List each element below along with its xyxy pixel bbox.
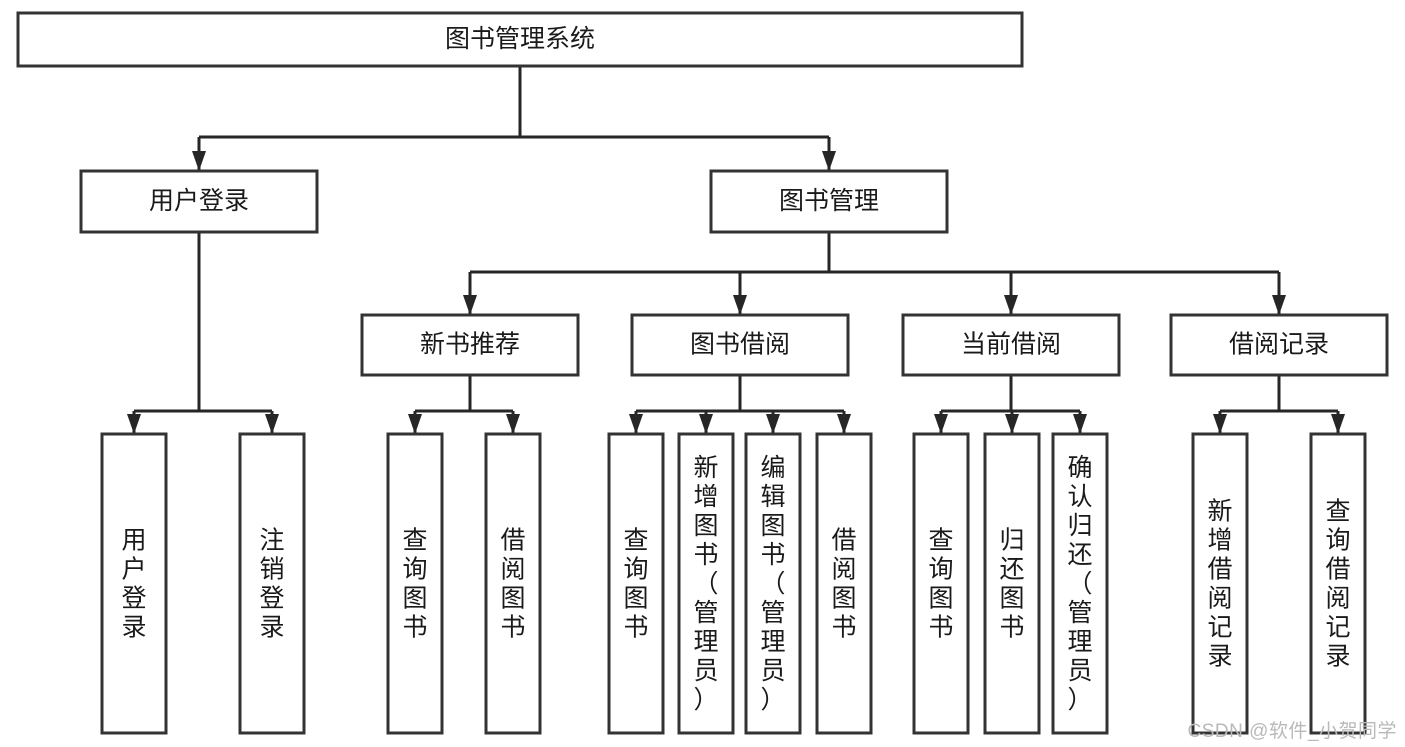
- node-label-book-borrow: 图书借阅: [690, 331, 790, 359]
- node-box-root: [16, 11, 1024, 68]
- node-leaf-add-borrow-record[interactable]: 新增借阅记录: [1191, 432, 1249, 735]
- node-current-borrow[interactable]: 当前借阅: [901, 313, 1121, 377]
- node-label-leaf-add-book-admin: 新增图书（管理员）: [693, 454, 718, 714]
- arrow-head-icon: [1331, 414, 1345, 434]
- node-box-leaf-confirm-return-admin: [1051, 432, 1109, 735]
- arrow-head-icon: [408, 414, 422, 434]
- arrow-head-icon: [766, 414, 780, 434]
- node-box-leaf-return-book: [983, 432, 1041, 735]
- node-user-login[interactable]: 用户登录: [79, 169, 319, 234]
- arrow-head-icon: [192, 151, 206, 171]
- node-box-leaf-edit-book-admin: [744, 432, 802, 735]
- node-leaf-query-book-borrow[interactable]: 查询图书: [607, 432, 665, 735]
- node-box-leaf-add-book-admin: [677, 432, 735, 735]
- node-box-book-manage: [709, 169, 949, 234]
- node-label-leaf-edit-book-admin: 编辑图书（管理员）: [760, 454, 785, 714]
- node-box-leaf-add-borrow-record: [1191, 432, 1249, 735]
- arrow-head-icon: [699, 414, 713, 434]
- node-box-book-borrow: [630, 313, 850, 377]
- node-new-book-recommend[interactable]: 新书推荐: [360, 313, 580, 377]
- node-book-manage[interactable]: 图书管理: [709, 169, 949, 234]
- arrow-head-icon: [265, 414, 279, 434]
- node-label-leaf-query-book-current: 查询图书: [928, 527, 953, 642]
- node-box-borrow-record: [1169, 313, 1389, 377]
- node-box-leaf-query-book-borrow: [607, 432, 665, 735]
- node-label-borrow-record: 借阅记录: [1229, 331, 1329, 359]
- nodes-layer: 图书管理系统用户登录图书管理新书推荐图书借阅当前借阅借阅记录用户登录注销登录查询…: [16, 11, 1389, 735]
- node-leaf-add-book-admin[interactable]: 新增图书（管理员）: [677, 432, 735, 735]
- arrow-head-icon: [934, 414, 948, 434]
- node-box-leaf-query-borrow-record: [1309, 432, 1367, 735]
- arrow-head-icon: [837, 414, 851, 434]
- node-box-leaf-borrow-book: [815, 432, 873, 735]
- connector-group: [127, 232, 279, 434]
- node-label-new-book-recommend: 新书推荐: [420, 331, 520, 359]
- node-leaf-query-book-recommend[interactable]: 查询图书: [386, 432, 444, 735]
- node-label-leaf-confirm-return-admin: 确认归还（管理员）: [1067, 454, 1092, 714]
- node-label-leaf-borrow-book: 借阅图书: [831, 527, 856, 642]
- node-root[interactable]: 图书管理系统: [16, 11, 1024, 68]
- node-label-leaf-logout-login: 注销登录: [259, 527, 284, 642]
- node-leaf-borrow-book[interactable]: 借阅图书: [815, 432, 873, 735]
- node-label-leaf-query-borrow-record: 查询借阅记录: [1325, 498, 1350, 671]
- arrow-head-icon: [506, 414, 520, 434]
- node-label-leaf-borrow-book-recommend: 借阅图书: [500, 527, 525, 642]
- connector-group: [463, 232, 1286, 315]
- arrow-head-icon: [822, 151, 836, 171]
- connector-group: [192, 66, 836, 171]
- connector-group: [934, 375, 1087, 434]
- node-box-leaf-query-book-current: [912, 432, 970, 735]
- node-label-leaf-return-book: 归还图书: [999, 527, 1024, 642]
- node-label-leaf-user-login: 用户登录: [121, 527, 146, 642]
- node-leaf-query-borrow-record[interactable]: 查询借阅记录: [1309, 432, 1367, 735]
- node-box-leaf-query-book-recommend: [386, 432, 444, 735]
- node-label-leaf-query-book-borrow: 查询图书: [623, 527, 648, 642]
- node-label-user-login: 用户登录: [149, 187, 249, 215]
- node-leaf-user-login[interactable]: 用户登录: [100, 432, 168, 735]
- arrow-head-icon: [1073, 414, 1087, 434]
- node-leaf-edit-book-admin[interactable]: 编辑图书（管理员）: [744, 432, 802, 735]
- node-label-leaf-query-book-recommend: 查询图书: [402, 527, 427, 642]
- node-label-book-manage: 图书管理: [779, 187, 879, 215]
- node-leaf-logout-login[interactable]: 注销登录: [238, 432, 306, 735]
- arrow-head-icon: [733, 295, 747, 315]
- connector-group: [1213, 375, 1345, 434]
- node-leaf-confirm-return-admin[interactable]: 确认归还（管理员）: [1051, 432, 1109, 735]
- node-book-borrow[interactable]: 图书借阅: [630, 313, 850, 377]
- arrow-head-icon: [463, 295, 477, 315]
- node-box-user-login: [79, 169, 319, 234]
- node-box-current-borrow: [901, 313, 1121, 377]
- arrow-head-icon: [629, 414, 643, 434]
- csdn-watermark: CSDN @软件_小贺同学: [1187, 721, 1397, 742]
- node-leaf-borrow-book-recommend[interactable]: 借阅图书: [484, 432, 542, 735]
- node-label-leaf-add-borrow-record: 新增借阅记录: [1207, 498, 1232, 671]
- node-label-root: 图书管理系统: [445, 25, 595, 53]
- node-label-current-borrow: 当前借阅: [961, 331, 1061, 359]
- connector-lines-layer: [127, 66, 1345, 434]
- arrow-head-icon: [1005, 414, 1019, 434]
- node-box-leaf-borrow-book-recommend: [484, 432, 542, 735]
- node-leaf-return-book[interactable]: 归还图书: [983, 432, 1041, 735]
- node-box-new-book-recommend: [360, 313, 580, 377]
- node-box-leaf-user-login: [100, 432, 168, 735]
- node-box-leaf-logout-login: [238, 432, 306, 735]
- node-leaf-query-book-current[interactable]: 查询图书: [912, 432, 970, 735]
- arrow-head-icon: [1272, 295, 1286, 315]
- arrow-head-icon: [1213, 414, 1227, 434]
- connector-group: [408, 375, 520, 434]
- arrow-head-icon: [127, 414, 141, 434]
- node-borrow-record[interactable]: 借阅记录: [1169, 313, 1389, 377]
- connector-group: [629, 375, 851, 434]
- arrow-head-icon: [1004, 295, 1018, 315]
